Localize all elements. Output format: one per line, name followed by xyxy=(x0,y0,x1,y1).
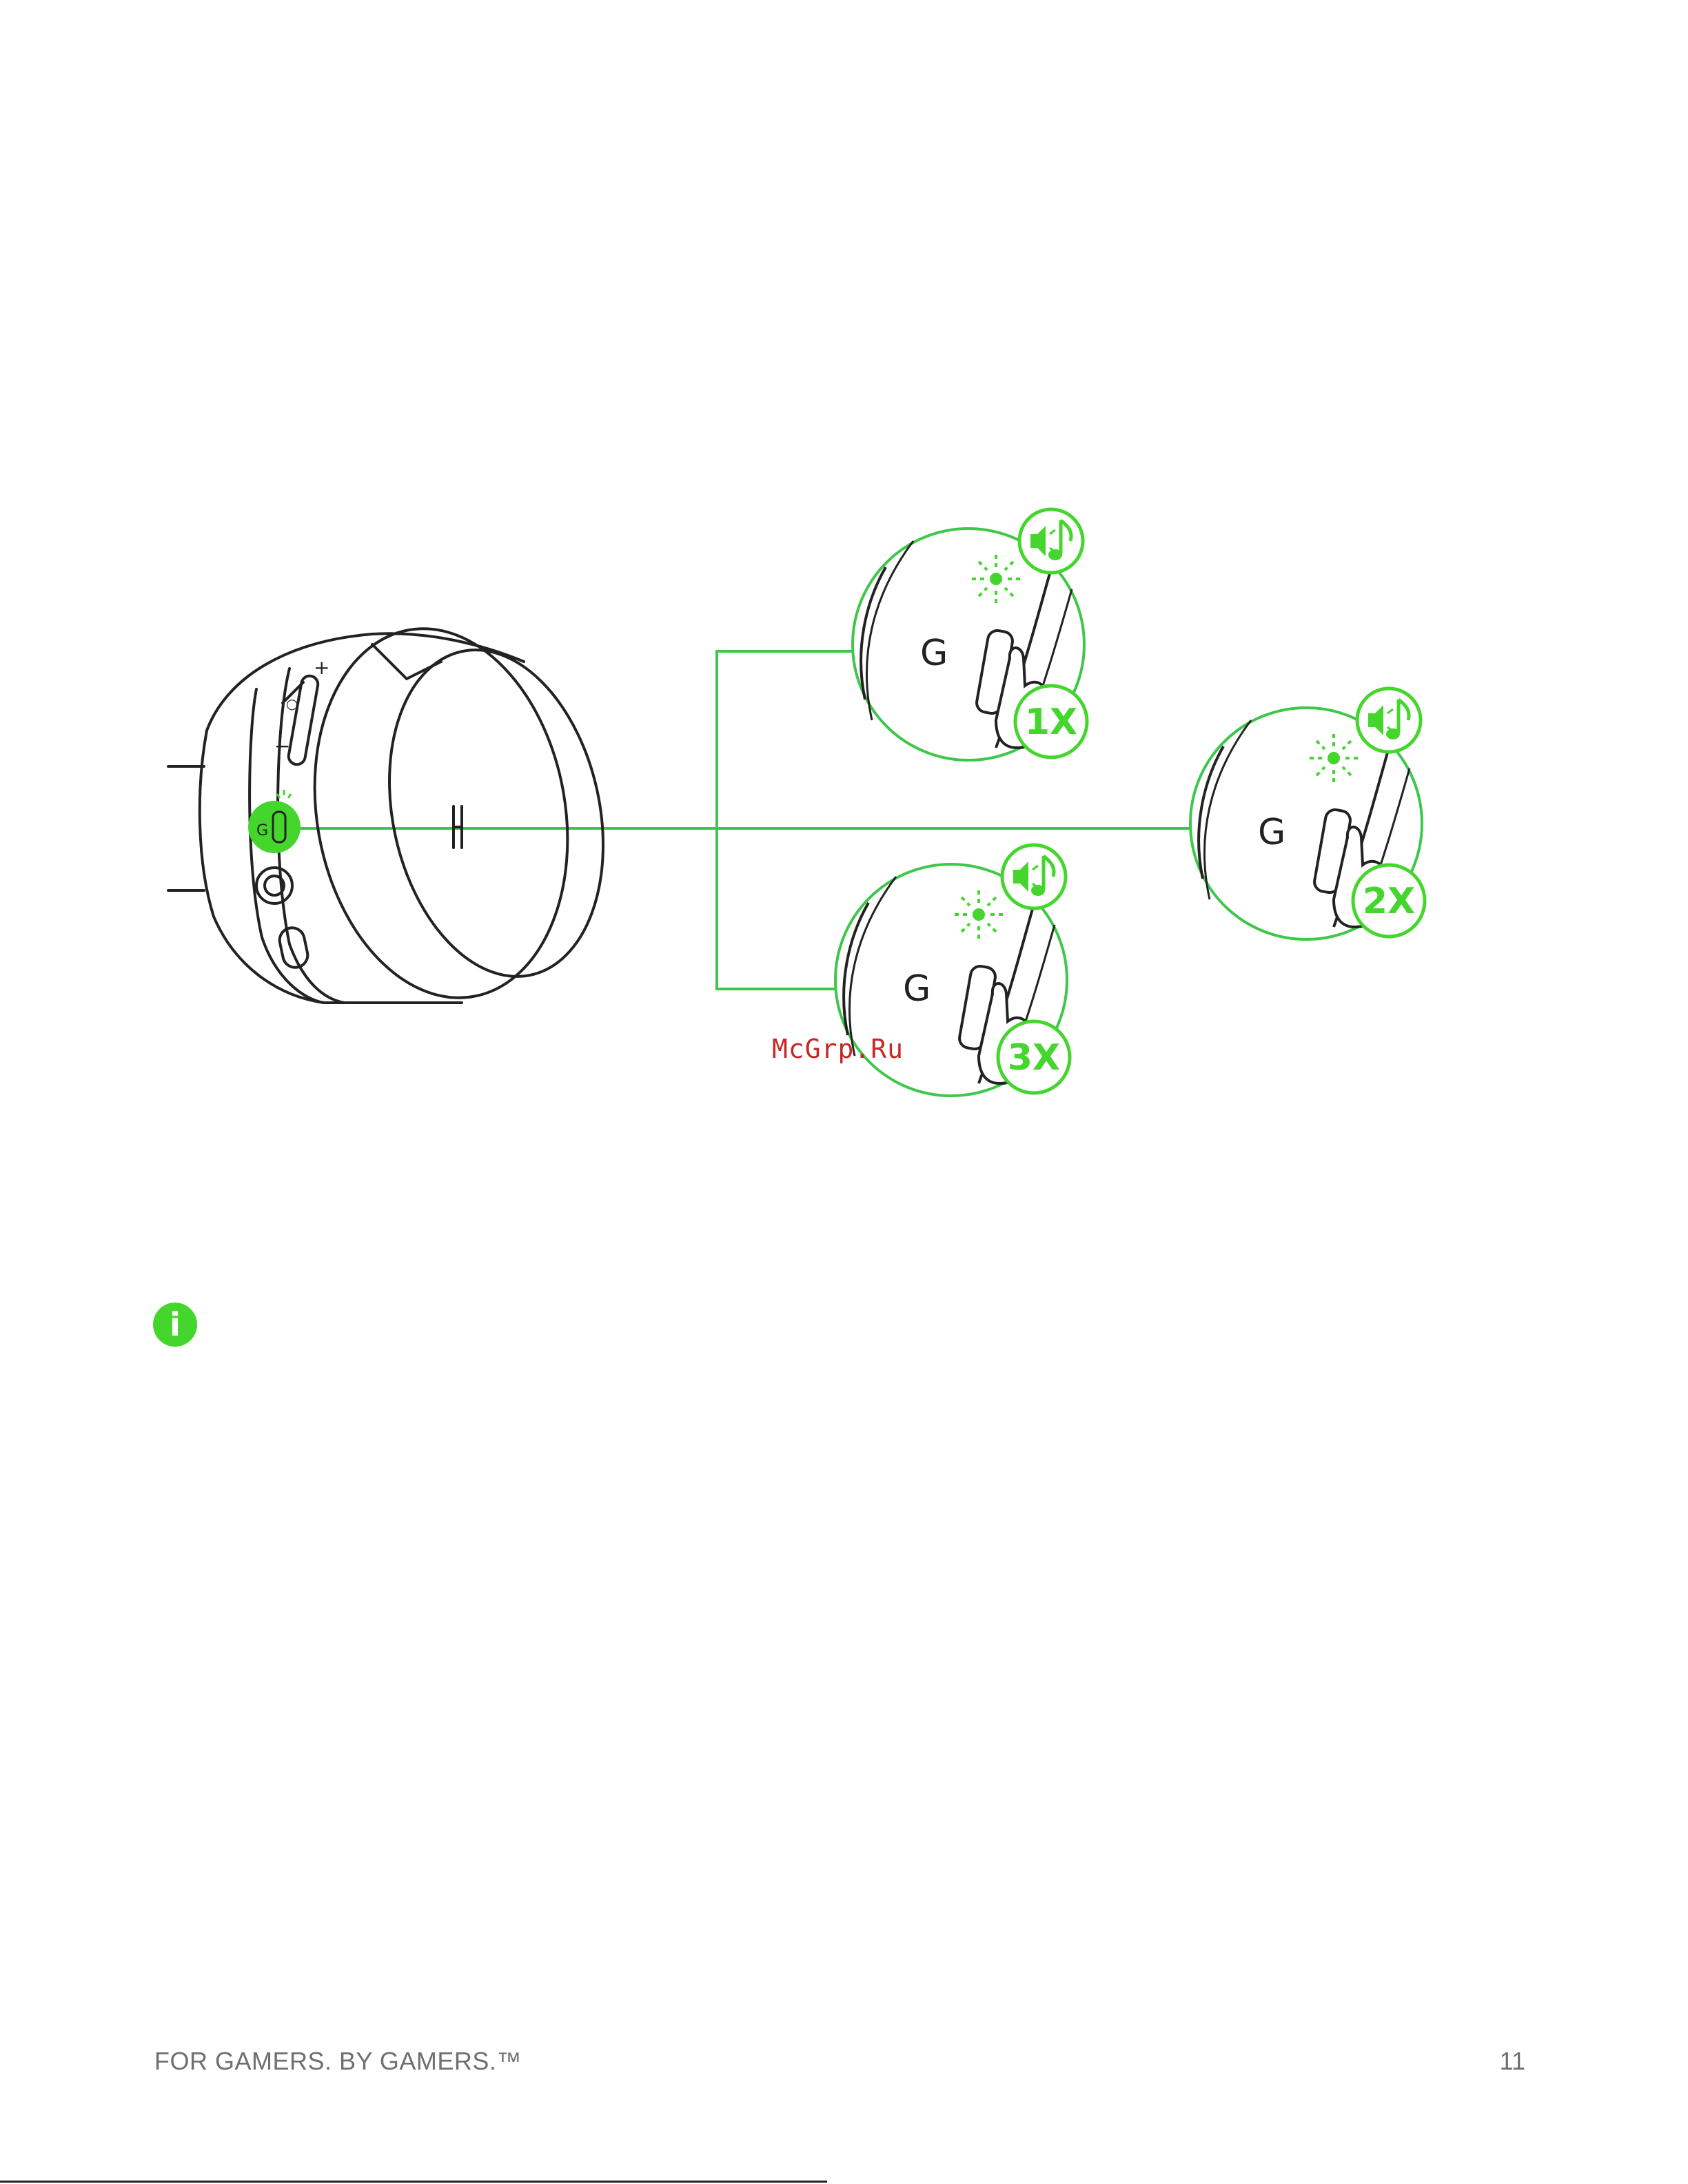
page-number: 11 xyxy=(1500,2047,1525,2076)
svg-text:G: G xyxy=(256,822,268,839)
press-count-3x: 3X xyxy=(1008,1037,1060,1079)
watermark-text: McGrp.Ru xyxy=(772,1034,904,1064)
info-icon: i xyxy=(153,1303,197,1347)
callout-1x: 1X xyxy=(853,509,1087,760)
info-glyph: i xyxy=(170,1306,181,1343)
press-count-2x: 2X xyxy=(1363,881,1415,922)
volume-up-label: + xyxy=(314,656,329,679)
bottom-rule xyxy=(0,2181,827,2183)
volume-down-label: − xyxy=(274,735,290,757)
volume-mid-label: ○ xyxy=(286,695,298,712)
headset-earcup: + ○ − xyxy=(168,609,632,1018)
callout-2x: 2X xyxy=(1190,688,1425,939)
footer-tagline: FOR GAMERS. BY GAMERS.™ xyxy=(154,2047,522,2076)
press-count-1x: 1X xyxy=(1025,702,1077,743)
power-button-highlight: G xyxy=(248,790,301,853)
